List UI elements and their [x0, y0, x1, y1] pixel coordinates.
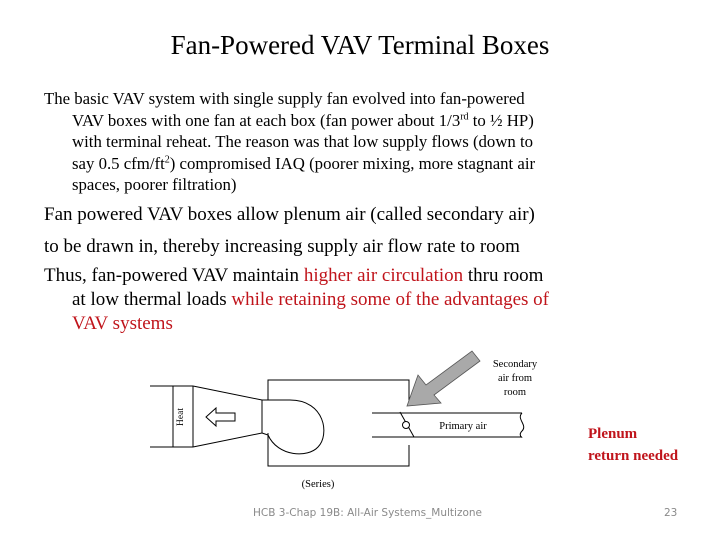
footer-text: HCB 3-Chap 19B: All-Air Systems_Multizon…: [253, 507, 483, 519]
secondary-air-arrow-icon: [406, 350, 481, 407]
intro-line-4-tail: ) compromised IAQ (poorer mixing, more s…: [169, 153, 536, 173]
intro-line-2-text: VAV boxes with one fan at each box (fan …: [72, 110, 461, 130]
highlight-advantages: while retaining some of the advantages o…: [231, 289, 549, 310]
secondary-air-label-2: air from: [498, 373, 532, 384]
intro-line-2-tail: to ½ HP): [468, 110, 534, 130]
diagram-caption: (Series): [302, 479, 335, 490]
page-number: 23: [664, 507, 678, 519]
plenum-paragraph: Fan powered VAV boxes allow plenum air (…: [44, 204, 535, 225]
intro-paragraph: The basic VAV system with single supply …: [44, 88, 644, 196]
intro-line-4-text: say 0.5 cfm/ft: [72, 153, 165, 173]
superscript-2: 2: [164, 153, 170, 165]
superscript-rd: rd: [460, 110, 469, 122]
plenum-note: Plenum return needed: [588, 423, 678, 467]
conclusion-line-2: at low thermal loads while retaining som…: [44, 288, 644, 312]
intro-line-5: spaces, poorer filtration): [72, 175, 237, 194]
plenum-note-line-1: Plenum: [588, 426, 638, 442]
conclusion-text-1: Thus, fan-powered VAV maintain: [44, 265, 304, 286]
secondary-air-label-3: room: [504, 387, 526, 398]
intro-line-3: with terminal reheat. The reason was tha…: [72, 132, 534, 151]
intro-line-2: VAV boxes with one fan at each box (fan …: [44, 110, 644, 132]
conclusion-text-2: thru room: [463, 265, 544, 286]
highlight-vav-systems: VAV systems: [72, 313, 173, 334]
slide-title: Fan-Powered VAV Terminal Boxes: [170, 30, 550, 60]
flow-paragraph: to be drawn in, thereby increasing suppl…: [44, 236, 520, 257]
secondary-air-label-1: Secondary: [493, 359, 538, 370]
intro-line-1: The basic VAV system with single supply …: [44, 89, 525, 108]
primary-air-label: Primary air: [439, 421, 487, 432]
heat-label: Heat: [176, 408, 186, 426]
series-fan-box-diagram: Heat Secondary air from room Primary air…: [150, 350, 538, 490]
conclusion-text-3: at low thermal loads: [72, 289, 232, 310]
highlight-higher-air-circulation: higher air circulation: [303, 265, 464, 286]
plenum-note-line-2: return needed: [588, 448, 679, 464]
conclusion-paragraph: Thus, fan-powered VAV maintain higher ai…: [44, 264, 644, 336]
intro-line-4: say 0.5 cfm/ft2) compromised IAQ (poorer…: [44, 153, 644, 175]
